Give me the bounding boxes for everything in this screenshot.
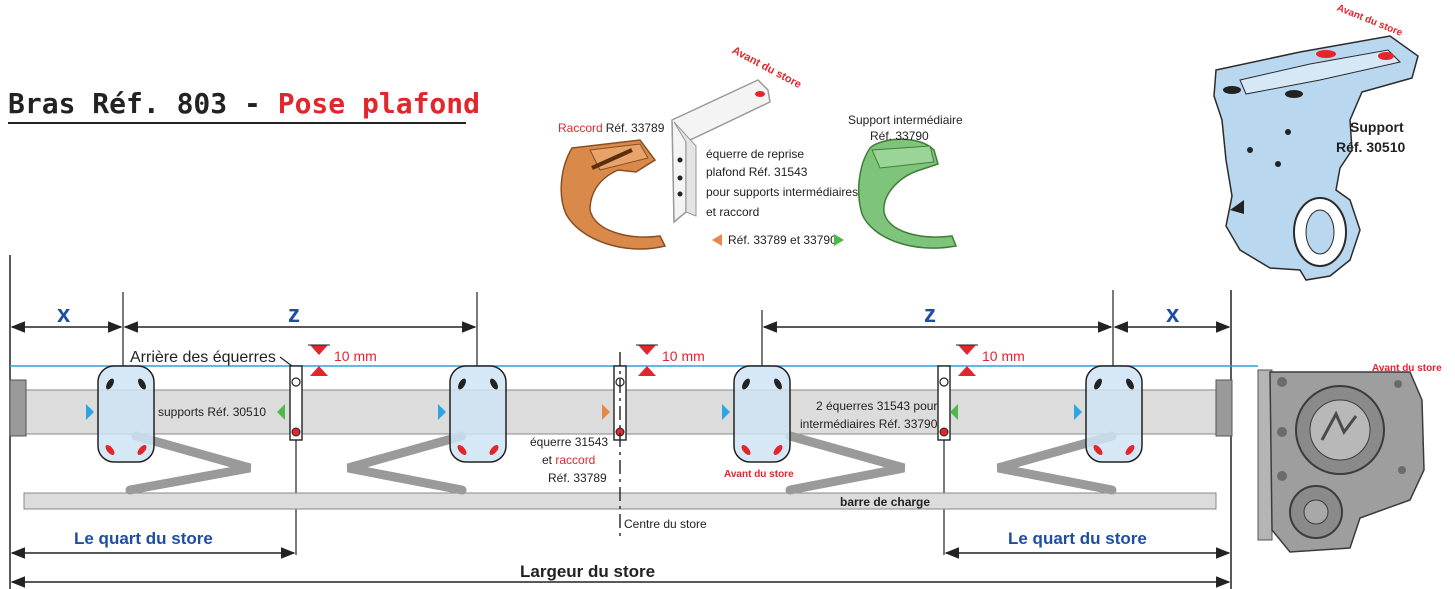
center-equerre-line2-a: et xyxy=(542,453,555,467)
barre-de-charge-label: barre de charge xyxy=(840,495,930,509)
support-intermediaire-illustration xyxy=(857,138,958,249)
center-equerre-line1: équerre 31543 xyxy=(530,435,608,449)
raccord-label-red: Raccord xyxy=(558,121,603,135)
equerre-refs: Réf. 33789 et 33790 xyxy=(728,233,837,247)
dim-x-left: x xyxy=(57,301,71,328)
support-bracket-4 xyxy=(1085,365,1143,463)
equerre-front-label: Avant du store xyxy=(730,44,803,91)
dim-z-right: z xyxy=(924,301,936,328)
quart-label-left: Le quart du store xyxy=(74,529,213,548)
equerre-illustration xyxy=(671,79,771,224)
cyan-arrow-icon-2 xyxy=(438,404,446,420)
svg-text:et raccord: et raccord xyxy=(542,453,595,467)
gap-marker-center xyxy=(636,344,658,376)
equerre-line4: et raccord xyxy=(706,205,759,219)
cyan-arrow-icon-3 xyxy=(722,404,730,420)
title-main: Bras Réf. 803 - xyxy=(8,87,278,120)
equerre-slot-right xyxy=(937,365,951,441)
quart-label-right: Le quart du store xyxy=(1008,529,1147,548)
centre-du-store-label: Centre du store xyxy=(624,517,707,531)
gap-label-center: 10 mm xyxy=(662,348,705,364)
support-bracket-2 xyxy=(449,365,507,463)
arriere-equerres-label: Arrière des équerres xyxy=(130,349,276,366)
cyan-arrow-icon-1 xyxy=(86,404,94,420)
rail-endcap-left xyxy=(9,379,27,437)
equerre-line2: plafond Réf. 31543 xyxy=(706,165,808,179)
support-label-line2: Réf. 30510 xyxy=(1336,139,1405,155)
support-bracket-3 xyxy=(733,365,791,463)
green-arrow-icon xyxy=(834,234,844,246)
equerre-line3: pour supports intermédiaires xyxy=(706,185,858,199)
page-title: Bras Réf. 803 - Pose plafond xyxy=(8,87,480,124)
side-front-label: Avant du store xyxy=(1372,363,1442,374)
green-arrow-icon-2 xyxy=(950,404,958,420)
green-arrow-icon-1 xyxy=(277,404,285,420)
support-bracket-1 xyxy=(97,365,155,463)
orange-arrow-icon xyxy=(712,234,722,246)
support-front-label: Avant du store xyxy=(1335,3,1404,39)
title-accent: Pose plafond xyxy=(278,87,480,120)
gap-label-right: 10 mm xyxy=(982,348,1025,364)
arms xyxy=(125,431,1117,495)
support-30510-illustration xyxy=(1213,35,1419,281)
support-inter-line2: Réf. 33790 xyxy=(870,129,929,143)
rail-endcap-right xyxy=(1215,379,1233,437)
center-equerre-line3: Réf. 33789 xyxy=(548,471,607,485)
equerre-line1: équerre de reprise xyxy=(706,147,804,161)
support-label-line1: Support xyxy=(1350,119,1404,135)
equerre-slot-left xyxy=(289,365,303,441)
dim-x-right: x xyxy=(1166,301,1180,328)
raccord-illustration xyxy=(560,139,667,250)
dim-z-left: z xyxy=(288,301,300,328)
gap-marker-right xyxy=(956,344,978,376)
avant-du-store-label: Avant du store xyxy=(724,469,794,480)
svg-text:Bras Réf. 803 - Pose plafond: Bras Réf. 803 - Pose plafond xyxy=(8,87,480,120)
equerre-slot-center xyxy=(613,365,627,441)
gap-label-left: 10 mm xyxy=(334,348,377,364)
supports-ref-label: supports Réf. 30510 xyxy=(158,405,266,419)
two-equerres-line1: 2 équerres 31543 pour xyxy=(816,399,937,413)
support-inter-line1: Support intermédiaire xyxy=(848,113,963,127)
raccord-label-ref: Réf. 33789 xyxy=(606,121,665,135)
largeur-label: Largeur du store xyxy=(520,562,655,581)
cyan-arrow-icon-4 xyxy=(1074,404,1082,420)
gap-marker-left xyxy=(308,344,330,376)
center-equerre-line2-b: raccord xyxy=(555,453,595,467)
orange-arrow-icon-rail xyxy=(602,404,610,420)
motor-head-illustration xyxy=(1257,369,1425,553)
two-equerres-line2: intermédiaires Réf. 33790 xyxy=(800,417,938,431)
